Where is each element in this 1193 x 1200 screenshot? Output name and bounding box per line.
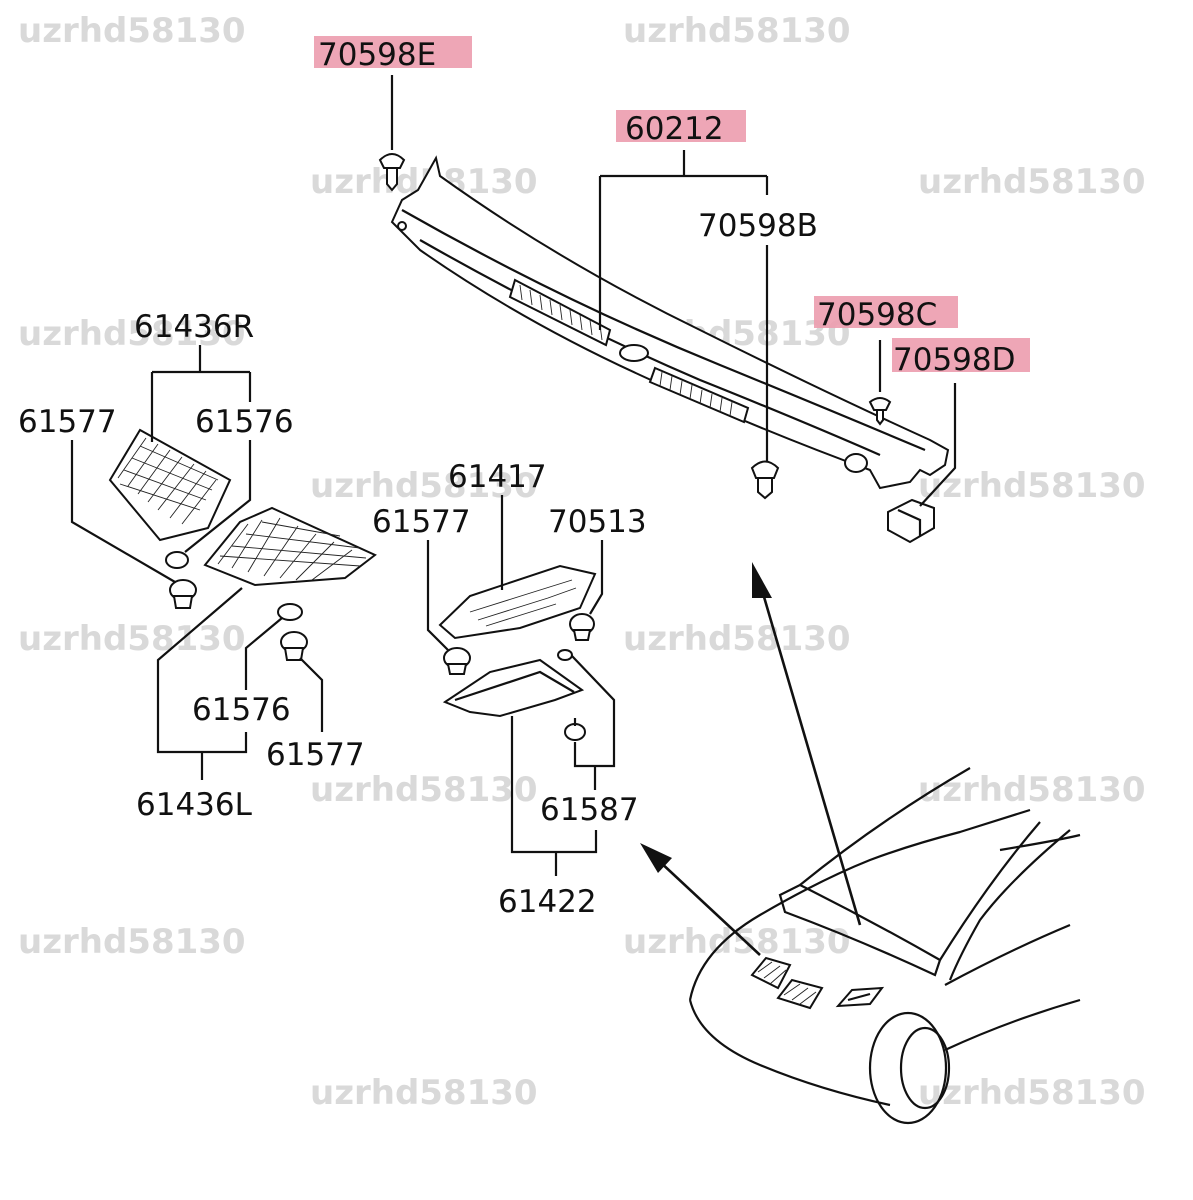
clip-61577-b [443,647,471,675]
label-61576: 61576 [192,692,291,728]
label-61577: 61577 [372,504,471,540]
label-70598E: 70598E [318,37,436,73]
clip-61577-a [169,579,197,609]
highlight-60212 [616,110,746,142]
watermark-text: uzrhd58130 [18,11,246,51]
watermark-text: uzrhd58130 [18,922,246,962]
label-61577: 61577 [18,404,117,440]
label-61417: 61417 [448,459,547,495]
label-61436R: 61436R [134,309,254,345]
label-61436L: 61436L [136,787,253,823]
label-61577: 61577 [266,737,365,773]
watermark-text: uzrhd58130 [623,11,851,51]
vent-61417 [438,564,597,640]
watermark-text: uzrhd58130 [918,1073,1146,1113]
label-70513: 70513 [548,504,647,540]
label-70598C: 70598C [817,297,937,333]
label-70598B: 70598B [698,208,818,244]
bracket-61422 [442,658,585,718]
watermark-text: uzrhd58130 [310,466,538,506]
watermark-text: uzrhd58130 [918,770,1146,810]
clip-61587 [557,649,586,741]
car-illustration [688,767,1081,1125]
clip-70598C [868,397,892,426]
highlight-70598E [314,36,472,68]
cowl-top-panel [390,155,950,490]
watermark-text: uzrhd58130 [918,162,1146,202]
highlight-70598D [892,338,1030,372]
grille-61436R [108,428,232,542]
label-highlights [314,36,1030,372]
clip-70513 [569,613,595,641]
arrows [640,562,862,956]
label-61422: 61422 [498,884,597,920]
watermark-text: uzrhd58130 [18,314,246,354]
clip-70598D [887,498,935,544]
watermark-text: uzrhd58130 [310,770,538,810]
cowl-vent-left [508,278,612,347]
clip-70598B [750,460,780,500]
label-61576: 61576 [195,404,294,440]
clip-61576-b [277,603,303,621]
watermark-text: uzrhd58130 [310,1073,538,1113]
label-60212: 60212 [625,111,724,147]
clip-61576-a [165,551,189,569]
clip-70598E [378,153,406,192]
label-61587: 61587 [540,792,639,828]
grille-61436L [203,506,377,587]
watermarks: uzrhd58130 uzrhd58130 uzrhd58130 uzrhd58… [18,11,1146,1113]
watermark-text: uzrhd58130 [918,466,1146,506]
watermark-text: uzrhd58130 [623,619,851,659]
part-labels: 70598E 60212 70598B 70598C 70598D 61436R… [18,37,1016,920]
leader-lines [70,75,957,876]
watermark-text: uzrhd58130 [623,922,851,962]
cowl-vent-right [648,366,750,424]
watermark-text: uzrhd58130 [18,619,246,659]
highlight-70598C [814,296,958,328]
clip-61577-c [280,631,308,661]
label-70598D: 70598D [893,342,1016,378]
